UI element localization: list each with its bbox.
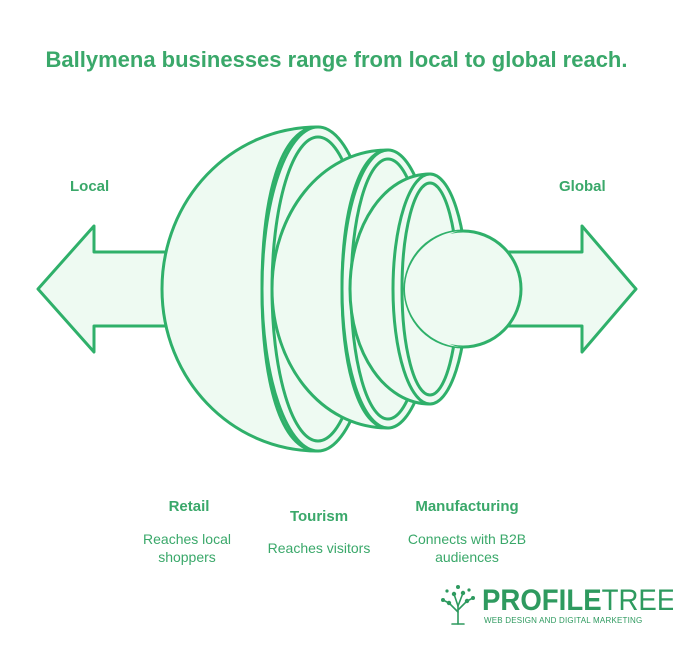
global-label: Global — [559, 178, 606, 195]
category-desc-retail: Reaches local shoppers — [143, 531, 231, 565]
category-desc-tourism: Reaches visitors — [267, 540, 371, 556]
logo-wordmark: PROFILETREE — [482, 584, 673, 618]
local-label: Local — [70, 178, 110, 195]
tree-icon — [441, 585, 475, 625]
logo-tagline: WEB DESIGN AND DIGITAL MARKETING — [484, 616, 643, 625]
diagram-title: Ballymena businesses range from local to… — [45, 47, 628, 72]
logo-name-light: TREE — [601, 584, 673, 617]
right-arrow — [503, 224, 638, 354]
category-title-tourism: Tourism — [289, 508, 349, 525]
category-desc-manufacturing: Connects with B2B audiences — [407, 531, 527, 565]
left-arrow — [36, 224, 172, 354]
logo-name-bold: PROFILE — [482, 584, 602, 617]
category-title-retail: Retail — [168, 498, 210, 515]
profiletree-logo: PROFILETREE WEB DESIGN AND DIGITAL MARKE… — [438, 582, 673, 626]
category-title-manufacturing: Manufacturing — [415, 498, 519, 515]
